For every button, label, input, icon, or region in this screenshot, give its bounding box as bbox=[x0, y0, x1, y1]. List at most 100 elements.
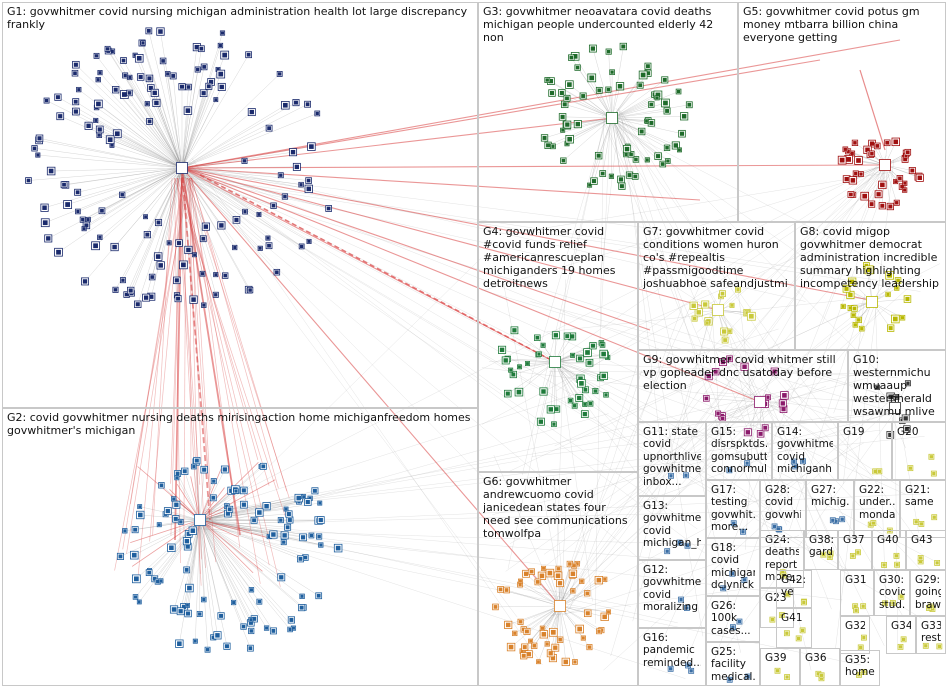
edge-inter-group bbox=[206, 436, 925, 513]
edge-inter-group bbox=[184, 161, 705, 554]
node-core-g6 bbox=[524, 629, 529, 634]
edge-inter-group bbox=[704, 391, 888, 404]
node-core-g6 bbox=[493, 605, 498, 609]
node-core-g6 bbox=[542, 566, 545, 570]
edge-g1 bbox=[84, 167, 183, 282]
node-core-g2 bbox=[186, 604, 189, 607]
node-core-g8 bbox=[849, 279, 855, 285]
edge-g2 bbox=[199, 519, 205, 600]
edge-g1 bbox=[117, 133, 183, 169]
edge-inter-group bbox=[564, 389, 700, 598]
node-core-g1 bbox=[306, 186, 312, 192]
group-box-g41 bbox=[776, 608, 812, 648]
edge-inter-group bbox=[506, 296, 881, 473]
node-core-g2 bbox=[302, 495, 306, 499]
edge-g1 bbox=[181, 113, 318, 169]
edge-g2 bbox=[199, 496, 304, 521]
node-core-g1 bbox=[181, 262, 186, 268]
node-core-g1 bbox=[275, 270, 279, 275]
node-core-g2 bbox=[289, 617, 294, 622]
edge-g4 bbox=[554, 361, 601, 378]
edge-inter-group bbox=[183, 168, 906, 495]
node-core-g6 bbox=[532, 644, 536, 648]
node-core-g2 bbox=[137, 600, 141, 604]
node-core-g9 bbox=[766, 395, 770, 399]
edge-highlight bbox=[179, 177, 259, 460]
node-core-g6 bbox=[596, 577, 602, 583]
edge-inter-group bbox=[528, 171, 894, 231]
group-box-g32 bbox=[840, 616, 870, 654]
edge-inter-group bbox=[538, 302, 869, 573]
edge-g1 bbox=[160, 31, 183, 169]
node-core-g3 bbox=[565, 96, 569, 101]
edge-g1 bbox=[181, 167, 302, 247]
node-core-g3 bbox=[591, 179, 597, 184]
edge-inter-group bbox=[553, 359, 640, 616]
edge-g4 bbox=[554, 361, 596, 392]
edge-inter-group bbox=[568, 370, 642, 598]
edge-highlight bbox=[181, 167, 871, 301]
edge-g6 bbox=[519, 584, 561, 607]
node-core-g1 bbox=[214, 293, 218, 297]
node-core-g35 bbox=[862, 670, 866, 674]
edge-highlight bbox=[199, 519, 254, 574]
node-core-g1 bbox=[199, 46, 204, 51]
node-core-g4 bbox=[541, 343, 545, 347]
group-label-g6: G6: govwhitmer andrewcuomo covid janiced… bbox=[483, 476, 628, 540]
node-core-g22 bbox=[871, 521, 875, 525]
edge-g2 bbox=[199, 519, 274, 632]
edge-inter-group bbox=[710, 302, 860, 460]
edge-g3 bbox=[569, 84, 613, 119]
node-core-g11 bbox=[669, 474, 673, 478]
node-core-g1 bbox=[62, 182, 66, 187]
edge-g2 bbox=[180, 519, 201, 612]
edge-inter-group bbox=[531, 411, 898, 457]
group-box-g37 bbox=[838, 530, 872, 570]
node-core-g40 bbox=[894, 554, 899, 558]
group-label-g14: G14: govwhitmer covid michiganh... bbox=[777, 426, 833, 476]
node-core-g1 bbox=[267, 243, 271, 248]
edge-g9 bbox=[708, 375, 761, 403]
group-box-g24 bbox=[760, 530, 804, 588]
node-core-g5 bbox=[903, 188, 907, 192]
edge-g1 bbox=[181, 93, 204, 169]
edge-highlight bbox=[181, 167, 241, 536]
edge-inter-group bbox=[610, 300, 716, 657]
node-core-g2 bbox=[316, 593, 321, 598]
edge-g4 bbox=[554, 361, 580, 399]
edge-g1 bbox=[114, 167, 183, 248]
group-box-g7 bbox=[638, 222, 795, 350]
node-core-g1 bbox=[206, 84, 211, 89]
node-core-g1 bbox=[219, 84, 224, 90]
group-box-g16 bbox=[638, 628, 706, 686]
edge-g2 bbox=[120, 519, 201, 557]
node-core-g3 bbox=[546, 143, 551, 148]
edge-g1 bbox=[48, 167, 183, 239]
node-core-g2 bbox=[305, 499, 310, 505]
node-core-g43 bbox=[919, 556, 923, 560]
node-core-g8 bbox=[844, 286, 849, 291]
edge-g2 bbox=[199, 519, 303, 597]
node-core-g2 bbox=[171, 607, 177, 612]
node-core-g1 bbox=[94, 119, 98, 122]
node-core-g1 bbox=[114, 131, 120, 137]
edge-highlight bbox=[199, 174, 556, 363]
node-core-g4 bbox=[538, 419, 544, 424]
edge-inter-group bbox=[509, 403, 754, 544]
node-core-g2 bbox=[261, 464, 266, 469]
node-core-g4 bbox=[541, 389, 546, 394]
group-label-g41: G41 bbox=[781, 612, 803, 624]
node-core-g6 bbox=[547, 570, 553, 576]
edge-g2 bbox=[199, 501, 308, 521]
edge-g3 bbox=[577, 67, 613, 119]
node-core-g1 bbox=[196, 67, 200, 72]
node-core-g1 bbox=[257, 213, 261, 216]
node-core-g1 bbox=[128, 288, 133, 293]
node-core-g1 bbox=[37, 136, 42, 141]
edge-g6 bbox=[534, 605, 561, 646]
group-label-g19: G19 bbox=[843, 426, 865, 438]
edge-g2 bbox=[199, 519, 306, 558]
node-core-g1 bbox=[81, 217, 85, 222]
node-core-g8 bbox=[905, 296, 910, 302]
node-core-g2 bbox=[182, 469, 187, 474]
